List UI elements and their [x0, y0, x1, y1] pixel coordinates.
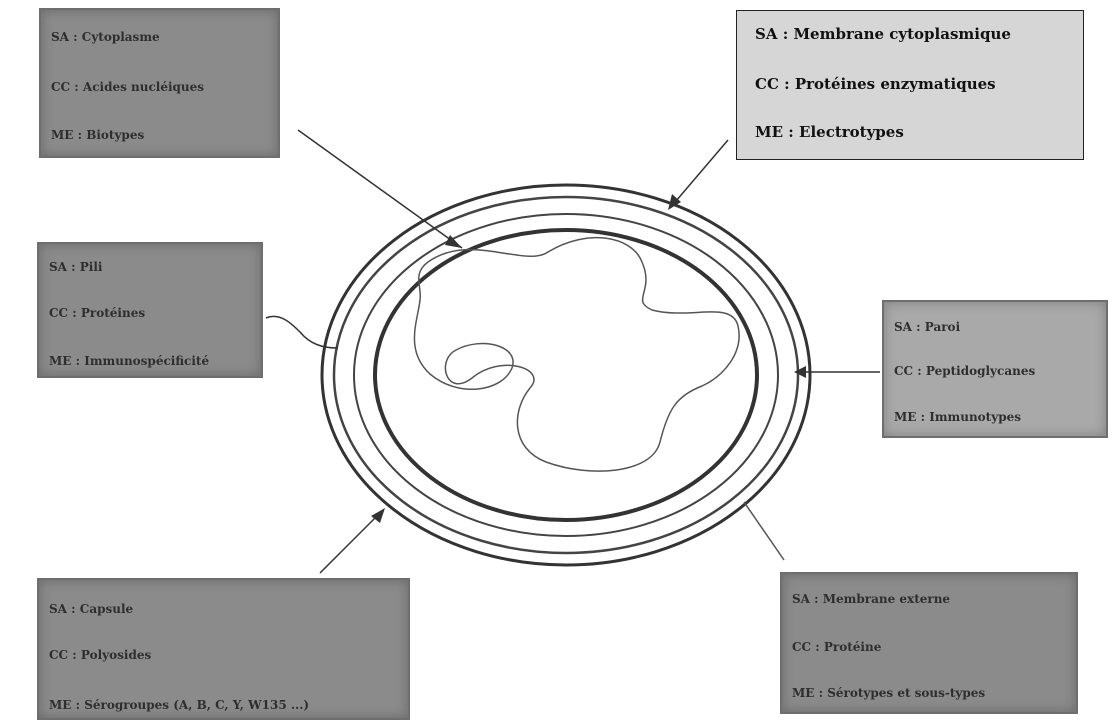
- label-membrane-cytoplasmique-sa: SA : Membrane cytoplasmique: [755, 25, 1011, 43]
- label-box-membrane-externe: SA : Membrane externe CC : Protéine ME :…: [780, 572, 1078, 714]
- label-cytoplasme-cc: CC : Acides nucléiques: [51, 80, 204, 94]
- label-box-paroi: SA : Paroi CC : Peptidoglycanes ME : Imm…: [882, 300, 1108, 438]
- label-box-capsule: SA : Capsule CC : Polyosides ME : Sérogr…: [37, 578, 410, 720]
- label-pili-sa: SA : Pili: [49, 260, 102, 274]
- label-pili-cc: CC : Protéines: [49, 306, 145, 320]
- arrowhead-paroi: [794, 366, 806, 378]
- label-box-cytoplasme: SA : Cytoplasme CC : Acides nucléiques M…: [39, 8, 280, 158]
- label-membrane-externe-cc: CC : Protéine: [792, 640, 881, 654]
- nucleoid-dna: [414, 238, 739, 471]
- label-pili-me: ME : Immunospécificité: [49, 354, 209, 368]
- label-membrane-cytoplasmique-me: ME : Electrotypes: [755, 123, 904, 141]
- line-membrane-externe: [744, 502, 784, 560]
- label-capsule-sa: SA : Capsule: [49, 602, 133, 616]
- label-cytoplasme-sa: SA : Cytoplasme: [51, 30, 160, 44]
- label-capsule-cc: CC : Polyosides: [49, 648, 151, 662]
- label-box-membrane-cytoplasmique: SA : Membrane cytoplasmique CC : Protéin…: [736, 10, 1084, 160]
- arrow-capsule: [320, 510, 383, 573]
- cell-wall-ring: [354, 214, 778, 536]
- arrow-cytoplasme: [298, 130, 462, 248]
- arrow-membrane-cytoplasmique: [670, 140, 728, 208]
- label-membrane-externe-sa: SA : Membrane externe: [792, 592, 950, 606]
- label-paroi-cc: CC : Peptidoglycanes: [894, 364, 1035, 378]
- label-paroi-me: ME : Immunotypes: [894, 410, 1021, 424]
- outer-capsule-ring: [322, 185, 810, 565]
- label-paroi-sa: SA : Paroi: [894, 320, 960, 334]
- label-membrane-externe-me: ME : Sérotypes et sous-types: [792, 686, 985, 700]
- label-membrane-cytoplasmique-cc: CC : Protéines enzymatiques: [755, 75, 996, 93]
- outer-membrane-ring: [334, 197, 798, 553]
- label-cytoplasme-me: ME : Biotypes: [51, 128, 144, 142]
- label-capsule-me: ME : Sérogroupes (A, B, C, Y, W135 ...): [49, 698, 309, 712]
- label-box-pili: SA : Pili CC : Protéines ME : Immunospéc…: [37, 242, 263, 378]
